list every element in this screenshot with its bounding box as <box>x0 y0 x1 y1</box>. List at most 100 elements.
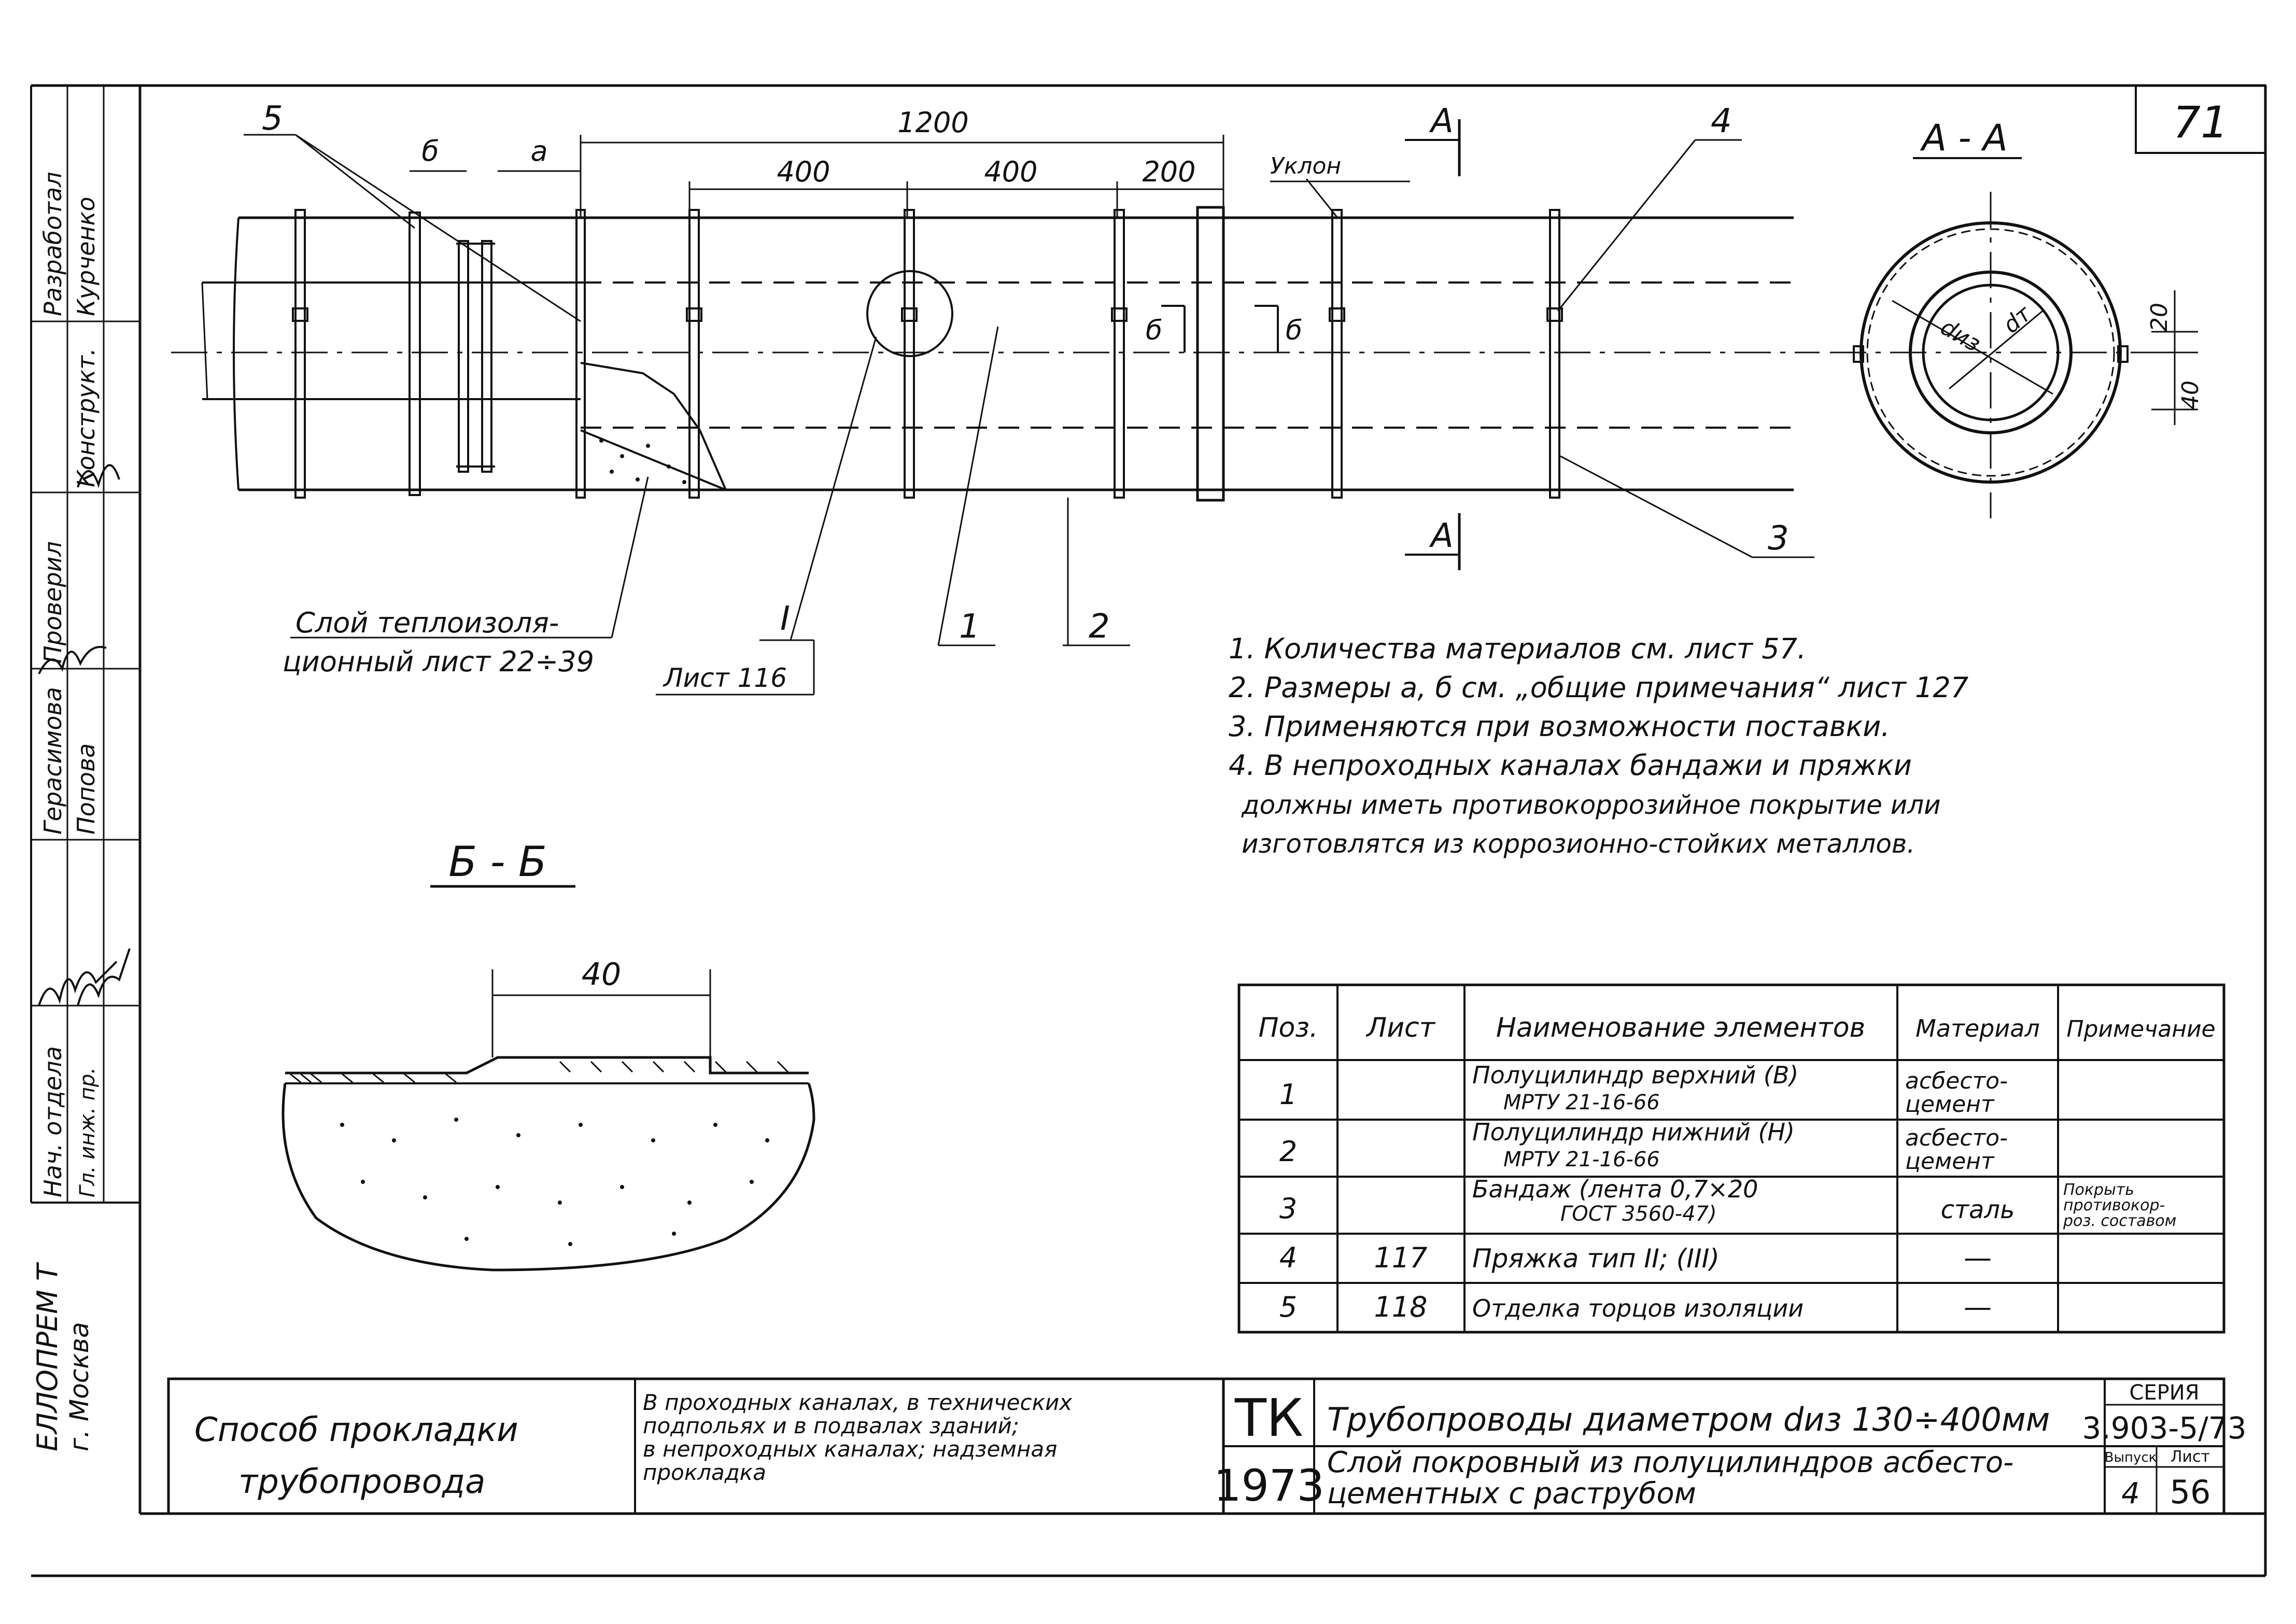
th-pos: Поз. <box>1258 1012 1318 1043</box>
th-name: Наименование элементов <box>1496 1012 1865 1043</box>
approval-strip: Нач. отдела Гл. инж. пр. Проверил Разраб… <box>30 86 140 1451</box>
section-bb: Б - Б 40 <box>281 838 815 1272</box>
callout-5: 5 <box>262 100 283 138</box>
role-chief-engineer: Гл. инж. пр. <box>76 1067 100 1197</box>
row2-name1: Полуцилиндр нижний (Н) <box>1472 1118 1795 1146</box>
note-4-cont-1: должны иметь противокоррозийное покрытие… <box>1241 790 1941 820</box>
row5-pos: 5 <box>1279 1291 1297 1323</box>
desc-4: прокладка <box>643 1460 766 1485</box>
notes: 1. Количества материалов см. лист 57. 2.… <box>1229 632 1968 859</box>
tk-mark: ТК <box>1234 1388 1303 1448</box>
detail-ref: Лист 116 <box>663 663 787 693</box>
year: 1973 <box>1214 1460 1325 1511</box>
th-sheet: Лист <box>1365 1012 1435 1043</box>
name-gerasimova: Герасимова <box>39 687 67 835</box>
insulation-hatch <box>599 439 686 484</box>
role-developed: Разработал <box>39 172 67 316</box>
row2-name2: МРТУ 21-16-66 <box>1503 1148 1660 1171</box>
dim-400-b: 400 <box>984 156 1037 188</box>
desc-1: В проходных каналах, в технических <box>643 1390 1073 1415</box>
row5-name1: Отделка торцов изоляции <box>1472 1294 1804 1322</box>
row2-pos: 2 <box>1279 1135 1297 1168</box>
desc-3: в непроходных каналах; надземная <box>643 1436 1057 1462</box>
note-2: 2. Размеры а, б см. „общие примечания“ л… <box>1229 671 1968 704</box>
role-checked: Проверил <box>39 541 67 663</box>
dim-400-a: 400 <box>777 156 830 188</box>
row3-name1: Бандаж (лента 0,7×20 <box>1472 1175 1758 1203</box>
aa-dim-20: 20 <box>2146 303 2173 332</box>
sheet-label: Лист <box>2171 1448 2210 1466</box>
section-aa-title: А - А <box>1920 117 2008 159</box>
row1-mat1: асбесто- <box>1905 1068 2008 1094</box>
desc-2: подпольях и в подвалах зданий; <box>643 1413 1019 1438</box>
note-1: 1. Количества материалов см. лист 57. <box>1229 632 1806 665</box>
row1-name1: Полуцилиндр верхний (В) <box>1472 1061 1798 1089</box>
series-label: СЕРИЯ <box>2129 1381 2199 1405</box>
row4-sheet: 117 <box>1374 1241 1427 1274</box>
callout-4: 4 <box>1711 102 1732 140</box>
issue-value: 4 <box>2121 1477 2140 1510</box>
role-head-of-dept: Нач. отдела <box>39 1046 67 1197</box>
dim-a: a <box>530 135 547 167</box>
note-3: 3. Применяются при возможности поставки. <box>1229 710 1890 743</box>
note-4-cont-2: изготовлятся из коррозионно-стойких мета… <box>1242 829 1915 859</box>
section-b-right: б <box>1286 315 1302 346</box>
method-2: трубопровода <box>238 1463 485 1501</box>
title-1: Трубопроводы диаметром dиз 130÷400мм <box>1327 1401 2050 1438</box>
row4-mat1: — <box>1964 1241 1992 1274</box>
aa-dim-40: 40 <box>2177 380 2204 409</box>
row3-note1: Покрыть <box>2063 1181 2134 1199</box>
method-1: Способ прокладки <box>194 1411 518 1449</box>
row3-mat1: сталь <box>1941 1195 2015 1224</box>
callout-I: I <box>780 600 790 638</box>
stamp-city: г. Москва <box>64 1322 94 1451</box>
name-kurchenko: Курченко <box>72 196 100 316</box>
sheet-number: 71 <box>2173 97 2229 148</box>
issue-label: Выпуск <box>2105 1450 2157 1465</box>
signature-4 <box>77 948 131 1006</box>
section-b-left: б <box>1146 315 1162 346</box>
bb-hatch <box>340 1118 769 1246</box>
sheet-frame: 71 <box>31 84 2267 1577</box>
row3-note3: роз. составом <box>2063 1212 2176 1230</box>
row1-name2: МРТУ 21-16-66 <box>1503 1091 1660 1114</box>
row1-mat2: цемент <box>1905 1091 1995 1118</box>
bb-dim-40: 40 <box>582 956 621 993</box>
slope-label: Уклон <box>1270 153 1341 179</box>
callout-2: 2 <box>1089 608 1110 646</box>
stamp-org: ЕЛЛОПРЕМ Т <box>31 1262 64 1451</box>
section-a-top: A <box>1429 102 1454 140</box>
row4-pos: 4 <box>1279 1241 1297 1274</box>
spec-table: Поз. Лист Наименование элементов Материа… <box>1237 983 2225 1334</box>
row1-pos: 1 <box>1279 1078 1297 1111</box>
sheet-value: 56 <box>2170 1473 2211 1511</box>
title-3: цементных с раструбом <box>1327 1477 1696 1510</box>
section-aa: А - А dиз dт 20 40 <box>1830 117 2204 518</box>
insulation-label-1: Слой теплоизоля- <box>295 606 559 639</box>
dim-200: 200 <box>1142 156 1195 188</box>
section-bb-title: Б - Б <box>448 838 547 886</box>
signature-3 <box>77 464 120 488</box>
row3-name2: ГОСТ 3560-47) <box>1560 1202 1717 1226</box>
name-konstrukt: Конструкт. <box>72 348 100 487</box>
callout-1: 1 <box>959 608 980 646</box>
title-2: Слой покровный из полуцилиндров асбесто- <box>1327 1446 2013 1479</box>
section-a-bottom: A <box>1429 517 1454 555</box>
row2-mat2: цемент <box>1905 1148 1995 1175</box>
th-material: Материал <box>1915 1014 2040 1042</box>
insulation-label-2: ционный лист 22÷39 <box>283 645 594 678</box>
row3-note2: противокор- <box>2063 1196 2165 1215</box>
title-block: Способ прокладки трубопровода В проходны… <box>167 1377 2247 1515</box>
row4-name1: Пряжка тип II; (III) <box>1472 1244 1720 1274</box>
signature-2 <box>38 646 107 674</box>
signature-1 <box>38 961 118 1006</box>
note-4: 4. В непроходных каналах бандажи и пряжк… <box>1229 749 1912 782</box>
row5-sheet: 118 <box>1374 1291 1427 1323</box>
dim-1200: 1200 <box>897 106 968 139</box>
aa-d-t: dт <box>1998 300 2037 338</box>
name-popova: Попова <box>72 743 100 835</box>
callout-3: 3 <box>1768 519 1789 558</box>
series-value: 3.903-5/73 <box>2082 1410 2246 1446</box>
dim-b: б <box>421 135 439 167</box>
